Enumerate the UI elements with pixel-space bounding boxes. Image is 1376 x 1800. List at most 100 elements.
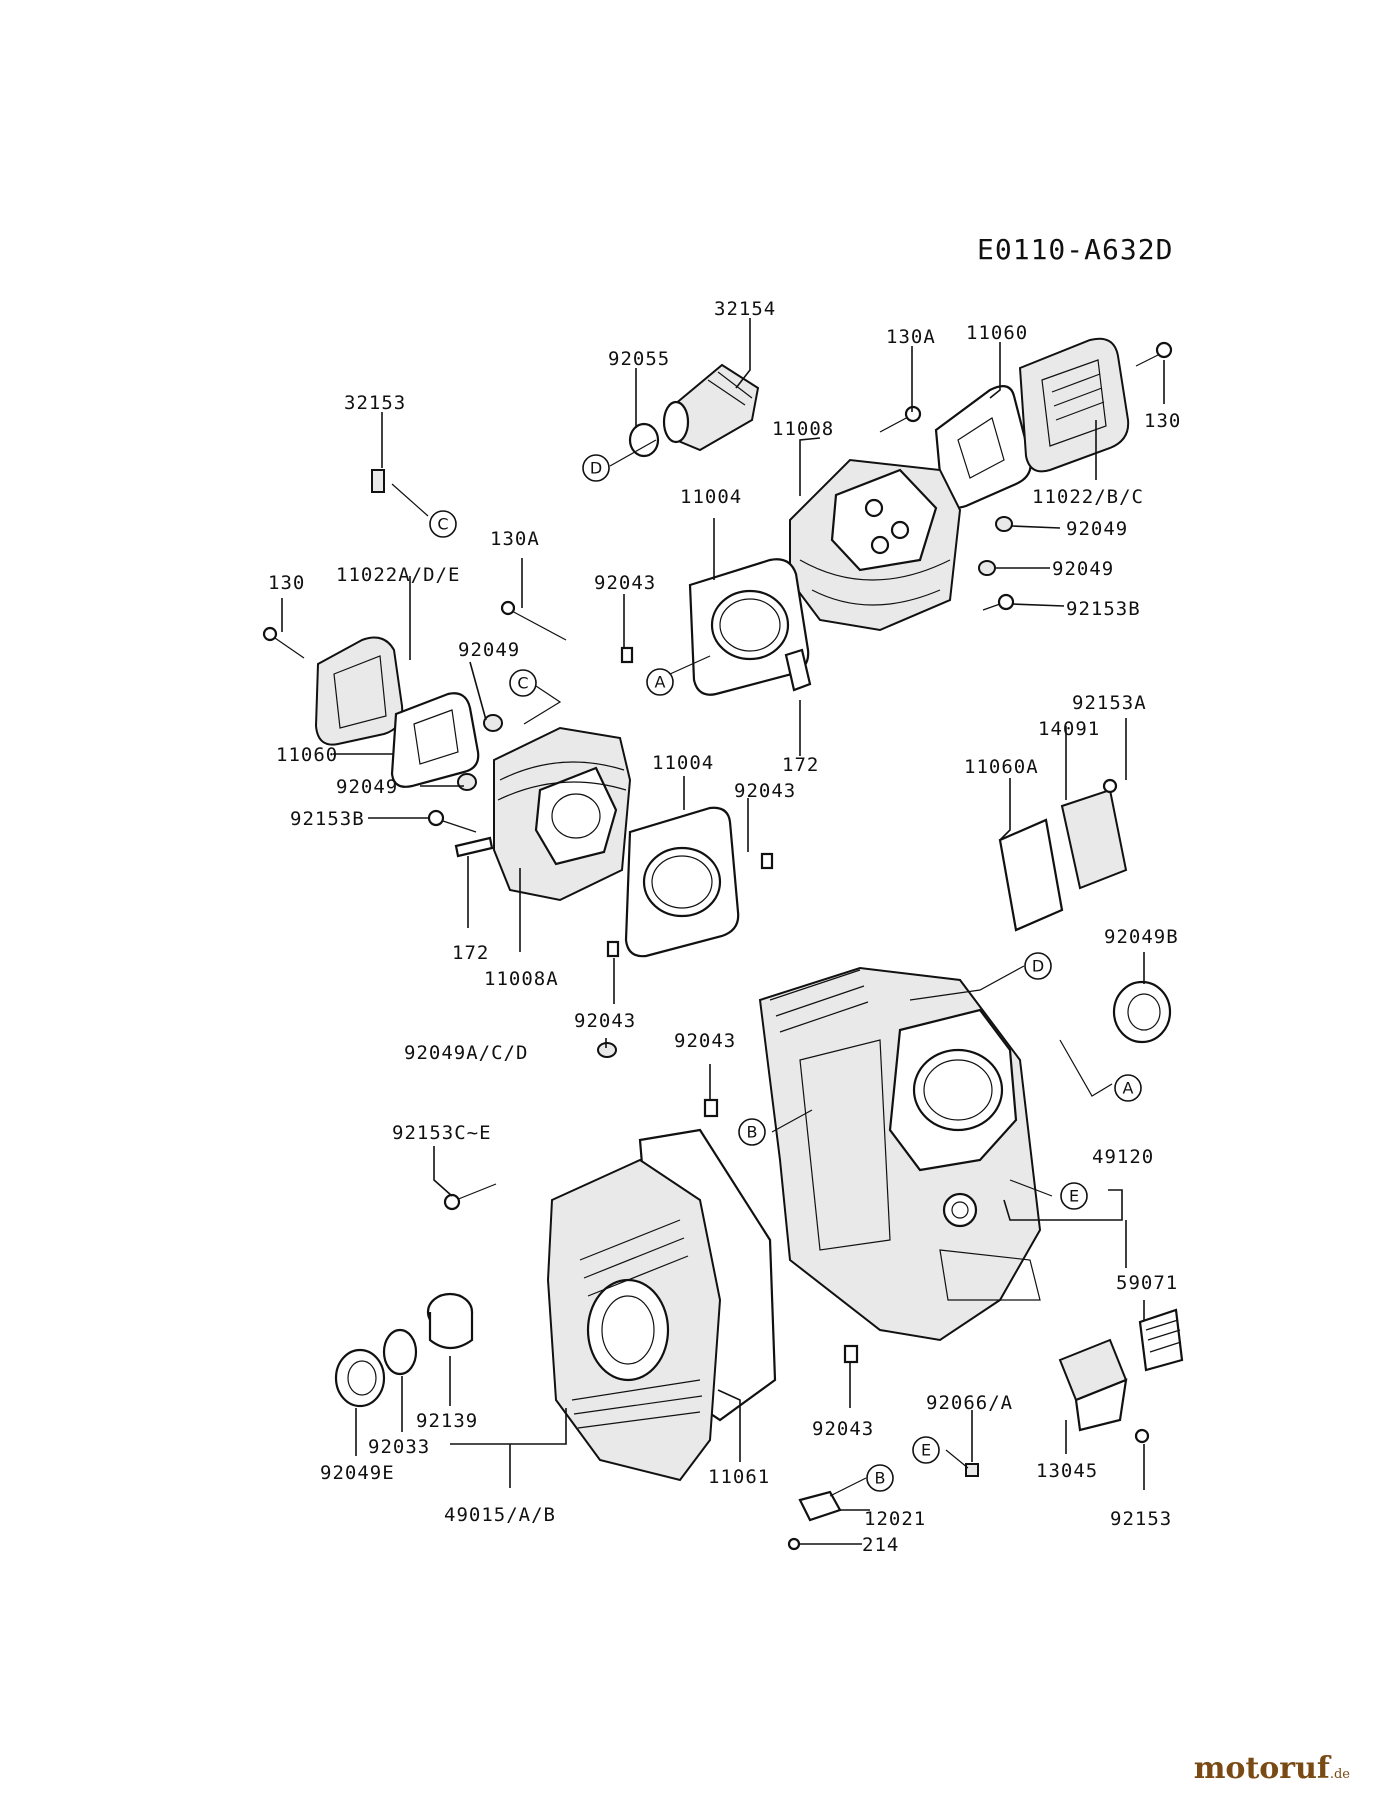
svg-text:C: C	[437, 515, 448, 534]
part-label-92066A: 92066/A	[926, 1392, 1013, 1414]
part-label-92043-d: 92043	[674, 1030, 736, 1052]
svg-text:D: D	[1032, 957, 1044, 976]
part-label-11008: 11008	[772, 418, 834, 440]
part-label-92139: 92139	[416, 1410, 478, 1432]
part-label-92153: 92153	[1110, 1508, 1172, 1530]
part-drawing-32153-clip	[371, 469, 385, 493]
part-label-92153B-left: 92153B	[290, 808, 365, 830]
part-label-11008A: 11008A	[484, 968, 559, 990]
svg-text:E: E	[1069, 1187, 1079, 1206]
part-label-92153A: 92153A	[1072, 692, 1147, 714]
svg-text:D: D	[590, 459, 602, 478]
part-label-32154: 32154	[714, 298, 776, 320]
callout-c-top: C	[429, 510, 457, 538]
reference-callouts: D C A C D A B E	[429, 454, 1142, 1492]
part-label-92043-a: 92043	[594, 572, 656, 594]
part-drawing-32154-inlet-pipe	[662, 363, 760, 452]
part-drawing-92043-dowel-top	[620, 646, 634, 664]
part-drawing-crankcase	[758, 966, 1042, 1342]
part-label-92043-b: 92043	[734, 780, 796, 802]
part-drawing-130-bolt-top	[1135, 341, 1173, 367]
part-label-92043-c: 92043	[574, 1010, 636, 1032]
part-label-14091: 14091	[1038, 718, 1100, 740]
diagram-code: E0110-A632D	[977, 233, 1173, 266]
callout-d-crankcase: D	[1024, 952, 1052, 980]
svg-text:E: E	[921, 1441, 931, 1460]
part-drawing-92033-ring	[382, 1328, 418, 1376]
part-label-172-left: 172	[452, 942, 489, 964]
part-label-92033: 92033	[368, 1436, 430, 1458]
callout-c-left: C	[509, 669, 537, 697]
part-drawing-92049-nuts-top	[978, 516, 1015, 611]
part-drawing-59071-spring	[1138, 1308, 1184, 1372]
part-drawing-92153-bolt	[1134, 1428, 1150, 1444]
part-drawing-11008-cylinder-head	[789, 458, 962, 632]
part-drawing-11022-rocker-cover-left	[314, 636, 404, 746]
part-label-92055: 92055	[608, 348, 670, 370]
watermark-suffix: .de	[1329, 1767, 1350, 1782]
callout-b-plate: B	[866, 1464, 894, 1492]
part-drawing-92043-dowels-left	[606, 852, 774, 958]
part-drawing-11008A-cylinder-head-left	[493, 726, 632, 902]
part-drawing-49015-crankcase-cover	[546, 1158, 722, 1482]
part-label-92153C-E: 92153C~E	[392, 1122, 492, 1144]
part-label-11060-left: 11060	[276, 744, 338, 766]
part-label-11004-top: 11004	[680, 486, 742, 508]
part-label-11022-bc: 11022/B/C	[1032, 486, 1144, 508]
part-label-92043-e: 92043	[812, 1418, 874, 1440]
part-drawing-11060A-gasket	[998, 818, 1064, 932]
part-drawing-172-stud-left	[454, 836, 494, 858]
part-drawing-92049B-oil-seal	[1112, 980, 1172, 1044]
watermark-logo: motoruf.de	[1194, 1751, 1350, 1786]
part-label-49120: 49120	[1092, 1146, 1154, 1168]
part-drawing-11004-gasket-left	[624, 806, 740, 958]
part-label-130A-top: 130A	[886, 326, 936, 348]
svg-text:A: A	[1123, 1079, 1134, 1098]
svg-text:A: A	[655, 673, 666, 692]
part-labels: 32154 92055 130A 11060 130 11008 32153 1…	[268, 298, 1181, 1556]
callout-b-crankcase: B	[738, 1118, 766, 1146]
part-label-92049B: 92049B	[1104, 926, 1179, 948]
part-label-214: 214	[862, 1534, 899, 1556]
part-label-130A-left: 130A	[490, 528, 540, 550]
part-drawing-13045-bracket	[1058, 1338, 1128, 1432]
part-label-11061: 11061	[708, 1466, 770, 1488]
part-label-130-left: 130	[268, 572, 305, 594]
part-label-32153: 32153	[344, 392, 406, 414]
part-drawing-12021-plate	[798, 1490, 842, 1522]
part-label-13045: 13045	[1036, 1460, 1098, 1482]
part-drawing-92043-dowels-right	[703, 1098, 859, 1364]
part-drawing-130-bolt-left	[262, 626, 305, 659]
part-label-92153B-top: 92153B	[1066, 598, 1141, 620]
part-label-92049-a: 92049	[1066, 518, 1128, 540]
part-drawing-11004-gasket-top	[688, 558, 810, 696]
part-label-12021: 12021	[864, 1508, 926, 1530]
part-label-92049-c: 92049	[458, 639, 520, 661]
part-drawing-11060-gasket-left	[390, 692, 480, 788]
part-drawing-92153C-bolt	[443, 1183, 497, 1211]
part-drawing-92066-plug	[965, 1463, 979, 1477]
part-label-172-top: 172	[782, 754, 819, 776]
part-label-49015: 49015/A/B	[444, 1504, 556, 1526]
part-label-11060A: 11060A	[964, 756, 1039, 778]
part-drawing-14091-breather-cover	[1060, 788, 1128, 890]
part-label-92049-d: 92049	[336, 776, 398, 798]
callout-e-crankcase: E	[1060, 1182, 1088, 1210]
part-drawing-130A-bolt-top	[879, 405, 922, 433]
part-drawing-92153B-bolt-left	[427, 809, 477, 833]
callout-a-crankcase: A	[1114, 1074, 1142, 1102]
part-drawing-92153A-bolt	[1102, 778, 1118, 794]
part-drawing-92049E-oil-seal	[334, 1348, 386, 1408]
part-drawing-92055-o-ring	[628, 422, 660, 458]
callout-e-plug: E	[912, 1436, 940, 1464]
part-drawing-130A-bolt-left	[500, 600, 567, 641]
callout-d-top: D	[582, 454, 610, 482]
part-label-92049ACD: 92049A/C/D	[404, 1042, 528, 1064]
part-drawing-214-screw	[787, 1537, 801, 1551]
part-drawing-92049A-seal	[597, 1042, 617, 1058]
part-label-130-top: 130	[1144, 410, 1181, 432]
part-label-11004-left: 11004	[652, 752, 714, 774]
svg-text:C: C	[517, 674, 528, 693]
part-label-92049E: 92049E	[320, 1462, 395, 1484]
